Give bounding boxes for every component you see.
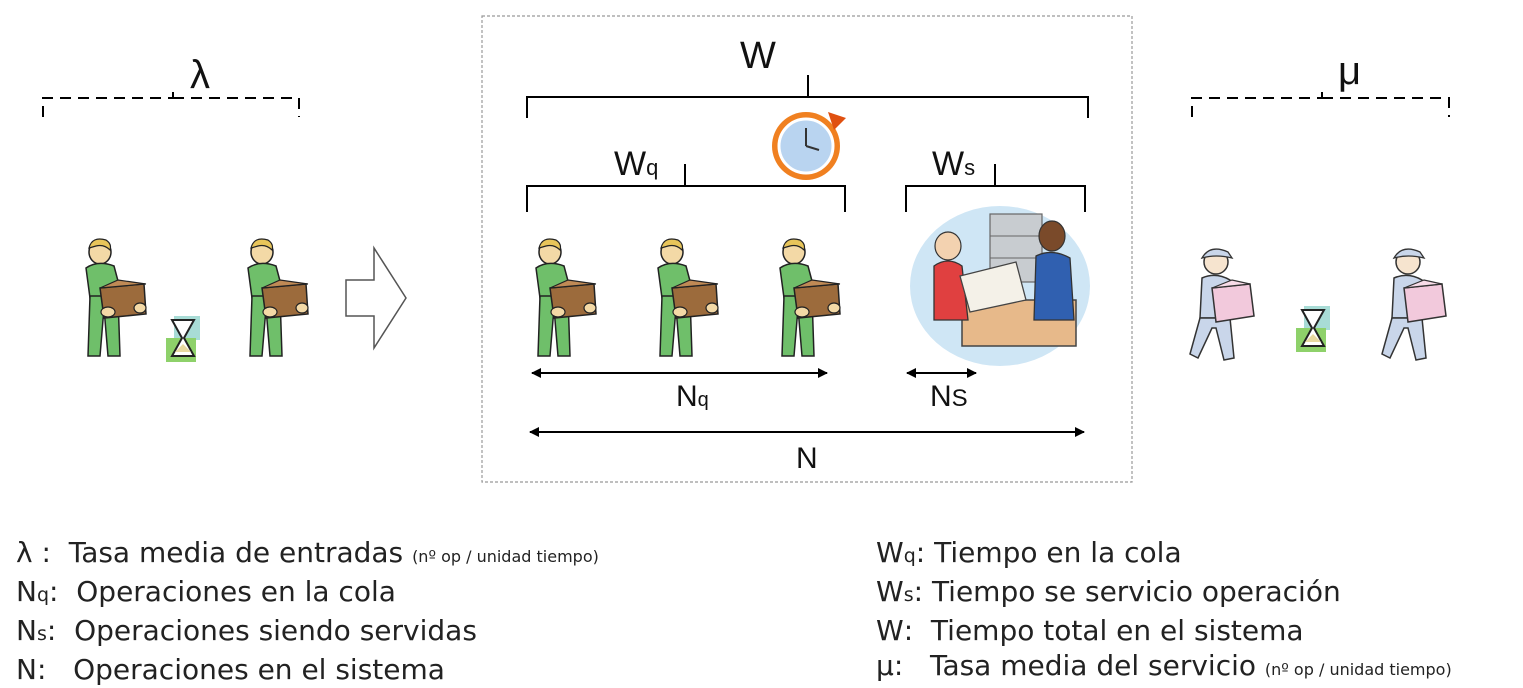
legend-separator: : — [32, 536, 69, 569]
legend-symbol-sub: s — [36, 623, 47, 645]
interarrival-hourglass-icon — [165, 315, 201, 363]
departing-courier-icon — [1189, 248, 1255, 361]
flow-arrow-icon — [345, 245, 407, 351]
legend-row-system-time: W: Tiempo total en el sistema — [876, 613, 1452, 648]
queue-count-sub: q — [698, 389, 709, 411]
legend-note: (nº op / unidad tiempo) — [1264, 660, 1452, 679]
service-time-sub: s — [964, 155, 975, 180]
queue-count-base: N — [676, 380, 698, 413]
service-time-base: W — [932, 145, 964, 183]
legend-text: Operaciones en el sistema — [73, 653, 445, 686]
legend-symbol: W — [876, 536, 904, 569]
legend-symbol: N — [16, 614, 37, 647]
system-count-label: N — [796, 442, 818, 475]
service-rate-label: μ — [1338, 49, 1361, 93]
legend-left: λ : Tasa media de entradas (nº op / unid… — [16, 535, 599, 687]
legend-note: (nº op / unidad tiempo) — [412, 547, 599, 566]
service-desk-icon — [910, 206, 1090, 366]
queue-count-label: Nq — [676, 380, 709, 413]
service-time-brace — [905, 164, 1086, 212]
legend-row-service-count: Ns: Operaciones siendo servidas — [16, 613, 599, 652]
legend-separator: : — [49, 575, 77, 608]
legend-text: Tasa media de entradas — [68, 536, 404, 569]
queue-time-label: Wq — [614, 145, 658, 183]
arriving-worker-icon — [85, 238, 147, 357]
legend-symbol: N — [16, 575, 37, 608]
departing-courier-icon — [1381, 248, 1447, 361]
service-count-label: NS — [930, 380, 968, 413]
legend-symbol-sub: q — [36, 584, 50, 606]
service-rate-brace — [1191, 90, 1450, 117]
system-time-label: W — [740, 35, 776, 77]
arrival-rate-label: λ — [190, 53, 210, 97]
legend-separator: : — [36, 653, 74, 686]
clock-icon — [772, 112, 846, 180]
legend-row-arrival-rate: λ : Tasa media de entradas (nº op / unid… — [16, 535, 599, 574]
queue-time-base: W — [614, 145, 646, 183]
legend-text: Operaciones siendo servidas — [74, 614, 477, 647]
service-count-base: N — [930, 380, 952, 413]
service-count-sub: S — [952, 385, 968, 412]
legend-text: Tiempo en la cola — [934, 536, 1182, 569]
legend-separator: : — [903, 614, 931, 647]
legend-symbol-sub: q — [903, 545, 916, 567]
legend-separator: : — [913, 575, 932, 608]
legend-row-service-rate: μ: Tasa media del servicio (nº op / unid… — [876, 648, 1452, 687]
legend-text: Tiempo se servicio operación — [931, 575, 1341, 608]
legend-text: Tasa media del servicio — [929, 649, 1257, 682]
legend-text: Operaciones en la cola — [76, 575, 396, 608]
legend-symbol: μ — [876, 649, 894, 682]
legend-separator: : — [893, 649, 930, 682]
queue-time-sub: q — [646, 155, 658, 180]
legend-separator: : — [915, 536, 935, 569]
legend-row-queue-count: Nq: Operaciones en la cola — [16, 574, 599, 613]
legend-symbol: N — [16, 653, 37, 686]
arriving-worker-icon — [247, 238, 309, 357]
service-time-label: Ws — [932, 145, 975, 183]
legend-row-system-count: N: Operaciones en el sistema — [16, 652, 599, 687]
legend-text: Tiempo total en el sistema — [930, 614, 1304, 647]
legend-row-queue-time: Wq: Tiempo en la cola — [876, 535, 1452, 574]
legend-symbol: W — [876, 575, 904, 608]
arrival-rate-brace — [42, 90, 300, 117]
legend-symbol: W — [876, 614, 904, 647]
service-hourglass-icon — [1295, 305, 1331, 353]
legend-right: Wq: Tiempo en la cola Ws: Tiempo se serv… — [876, 535, 1452, 687]
legend-separator: : — [46, 614, 75, 647]
legend-symbol-sub: s — [903, 584, 914, 606]
legend-symbol: λ — [16, 536, 33, 569]
system-time-brace — [526, 75, 1089, 118]
legend-row-service-time: Ws: Tiempo se servicio operación — [876, 574, 1452, 613]
queue-time-brace — [526, 164, 846, 212]
